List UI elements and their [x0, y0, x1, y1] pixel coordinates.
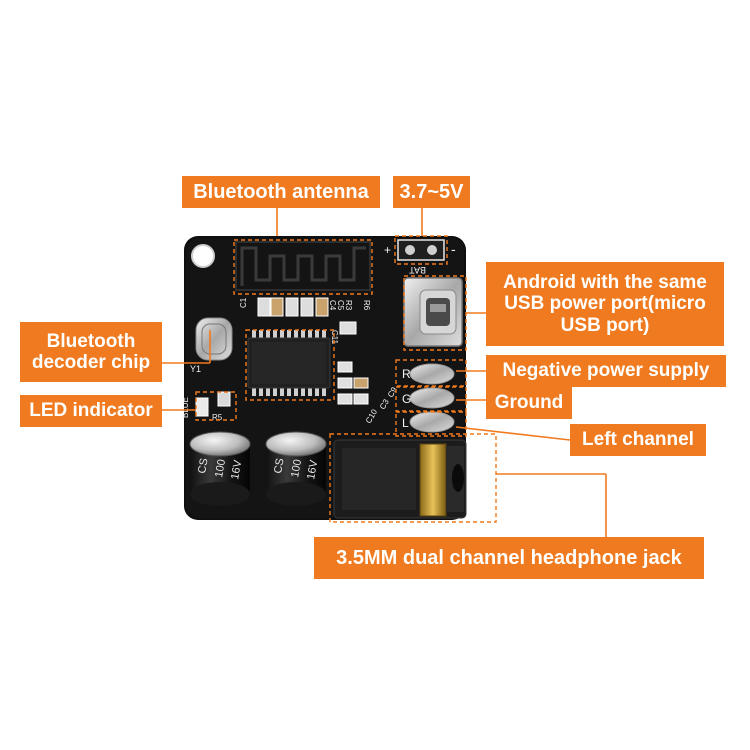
- audio-output-pads: R G L: [402, 363, 455, 433]
- cap-left-value: 100: [213, 458, 228, 478]
- label-voltage: 3.7~5V: [393, 176, 470, 208]
- pcb-plus-sign: +: [384, 243, 391, 257]
- cap-right-value: 100: [289, 458, 304, 478]
- pcb-r6: R6: [362, 300, 371, 311]
- crystal-oscillator: Y1: [190, 317, 233, 374]
- pcb-c1: C1: [239, 297, 248, 308]
- headphone-jack: [333, 439, 467, 519]
- pcb-blue-text: BLUE: [181, 397, 190, 418]
- callout-dashed-boxes: [195, 235, 497, 523]
- pcb-r3: R3: [344, 300, 353, 311]
- pcb-c4: C4: [328, 300, 337, 311]
- micro-usb-port: [403, 277, 463, 347]
- pcb-g-text: G: [402, 392, 411, 406]
- label-ground: Ground: [486, 387, 572, 419]
- label-android-usb: Android with the same USB power port(mic…: [486, 262, 724, 346]
- smd-components-top: C1 C4 C5 R3 R6 C11: [239, 297, 371, 344]
- cap-right-brand: CS: [272, 457, 286, 474]
- pcb-l-text: L: [402, 416, 409, 430]
- label-decoder-chip: Bluetooth decoder chip: [20, 322, 162, 382]
- pcb-r-text: R: [402, 367, 411, 381]
- cap-left-brand: CS: [196, 457, 210, 474]
- label-left-channel: Left channel: [570, 424, 706, 456]
- pcb-minus-sign: -: [451, 241, 456, 257]
- bluetooth-antenna-trace: [235, 241, 371, 291]
- cap-left-voltage: 16V: [229, 459, 244, 481]
- label-negative-supply: Negative power supply: [486, 355, 726, 387]
- smd-components-mid: C10 C3 C9: [337, 361, 399, 425]
- capacitor-left: CS 100 16V: [189, 431, 251, 506]
- led-area: BLUE R5: [181, 391, 231, 422]
- label-bluetooth-antenna: Bluetooth antenna: [182, 176, 380, 208]
- decoder-chip: [247, 330, 331, 396]
- pcb-y1: Y1: [190, 364, 201, 374]
- battery-header: + - BAT: [384, 239, 456, 275]
- pcb-c11: C11: [330, 330, 339, 345]
- capacitor-right: CS 100 16V: [265, 431, 327, 506]
- label-led-indicator: LED indicator: [20, 395, 162, 427]
- callout-lines: [162, 206, 607, 540]
- cap-right-voltage: 16V: [305, 459, 320, 481]
- pcb-bat-text: BAT: [409, 265, 426, 275]
- mounting-hole: [191, 244, 215, 268]
- label-headphone-jack: 3.5MM dual channel headphone jack: [314, 537, 704, 579]
- pcb-r5: R5: [212, 413, 223, 422]
- pcb-c5: C5: [336, 300, 345, 311]
